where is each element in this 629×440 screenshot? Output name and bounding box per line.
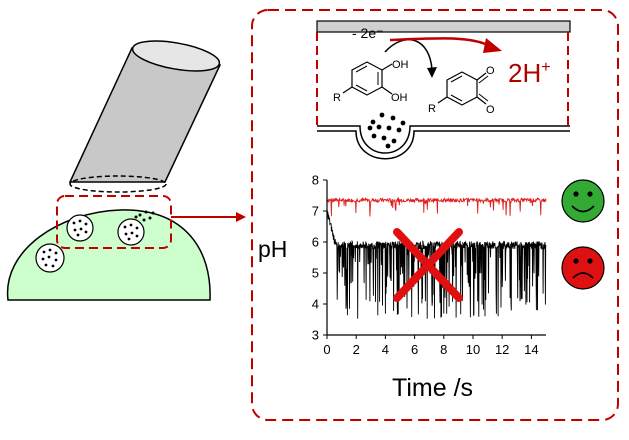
zoom-panel — [251, 9, 619, 421]
y-tick-label: 7 — [312, 204, 319, 219]
ph-chart: 3 4 5 6 7 8 0 2 4 6 8 10 12 14 pH Time /s — [258, 173, 547, 402]
x-tick-label: 4 — [382, 342, 389, 357]
y-tick-label: 8 — [312, 173, 319, 188]
quinone-o-bottom: O — [486, 104, 495, 116]
catechol-oh-bottom: OH — [391, 92, 408, 104]
trace-high — [326, 196, 547, 217]
catechol-oh-top: OH — [392, 59, 409, 71]
x-tick-label: 10 — [466, 342, 480, 357]
vesicle-cell — [35, 243, 65, 273]
trace-low — [326, 210, 547, 319]
x-tick-label: 0 — [323, 342, 330, 357]
membrane-lower-line — [317, 130, 570, 160]
x-axis-label: Time /s — [392, 374, 473, 402]
catechol-r-group: R — [333, 92, 341, 104]
proton-arrowhead — [483, 38, 502, 53]
zoom-region-box — [56, 195, 172, 249]
released-molecules — [367, 112, 406, 149]
x-tick-label: 6 — [411, 342, 418, 357]
pipette — [68, 40, 222, 193]
proton-arrow — [389, 37, 491, 48]
y-tick-label: 4 — [312, 297, 319, 312]
x-tick-label: 14 — [524, 342, 538, 357]
membrane-upper-line — [317, 125, 570, 154]
oxidation-arrowhead — [427, 67, 437, 78]
cross-mark — [393, 228, 463, 302]
proton-label: 2H+ — [508, 58, 551, 88]
y-tick-label: 5 — [312, 266, 319, 281]
x-tick-label: 12 — [495, 342, 509, 357]
y-tick-label: 6 — [312, 235, 319, 250]
y-tick-label: 3 — [312, 328, 319, 343]
y-axis-label: pH — [258, 236, 287, 262]
x-tick-label: 2 — [353, 342, 360, 357]
quinone-o-top: O — [486, 65, 495, 77]
electron-label: - 2e⁻ — [352, 25, 384, 41]
pipette-tip-vesicles — [66, 210, 155, 246]
cell-body — [6, 209, 211, 301]
quinone-r-group: R — [428, 103, 436, 115]
electrode-schematic — [316, 20, 571, 160]
sad-face-icon — [561, 246, 605, 290]
electrode-bar — [316, 20, 571, 33]
x-tick-label: 8 — [440, 342, 447, 357]
catechol-molecule — [342, 61, 393, 96]
cell-illustration — [6, 209, 211, 301]
happy-face-icon — [561, 179, 605, 223]
quinone-molecule — [437, 71, 489, 106]
zoom-arrow — [171, 212, 246, 222]
oxidation-arrow — [384, 38, 433, 71]
